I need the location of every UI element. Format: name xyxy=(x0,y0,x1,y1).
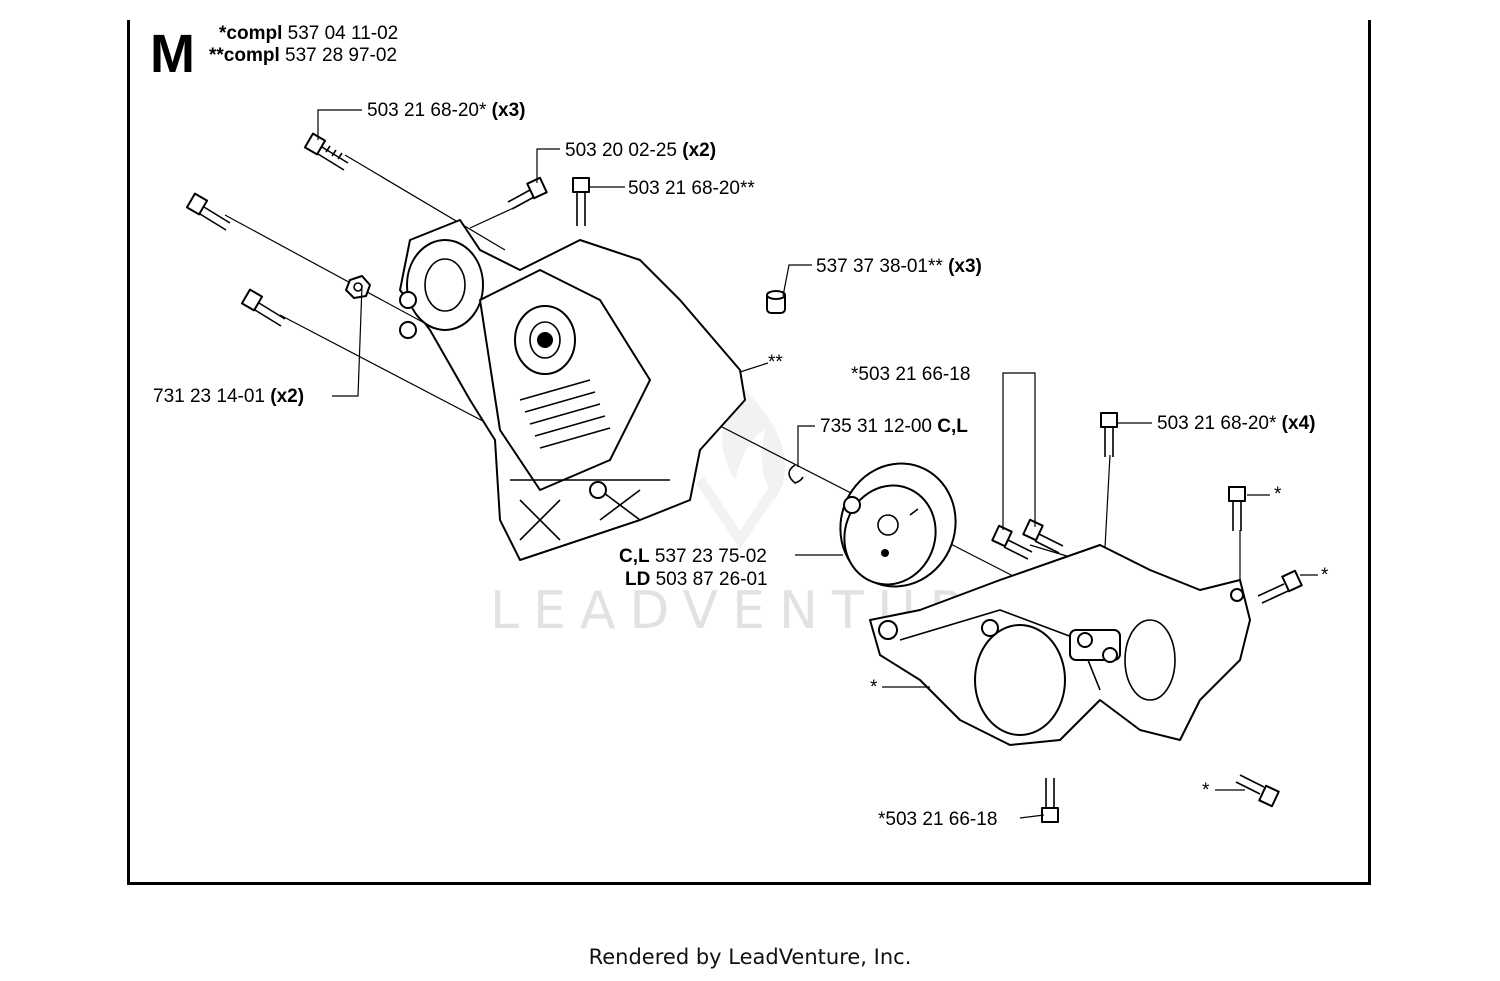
kit-line-1: *compl 537 04 11-02 xyxy=(219,23,398,44)
callout-735-31-12-00: 735 31 12-00 C,L xyxy=(820,416,968,437)
leader-lines xyxy=(317,109,1318,819)
callout-star-lower-right: * xyxy=(1202,780,1210,801)
callout-star-cover: * xyxy=(870,677,878,698)
screw-part-503-21-66-18-b xyxy=(1041,778,1059,823)
callout-503-21-68-20-x4: 503 21 68-20* (x4) xyxy=(1157,413,1315,434)
watermark-logo xyxy=(695,390,785,550)
screw-part-503-21-68-20-b xyxy=(572,177,590,226)
spacer-part-537-37-38-01 xyxy=(766,290,786,314)
screw-part-731-23-14-01-a xyxy=(185,192,231,231)
screw-part-503-20-02-25 xyxy=(507,176,548,210)
nut-part xyxy=(345,275,371,299)
section-letter: M xyxy=(150,24,195,84)
callout-503-21-66-18-bottom: *503 21 66-18 xyxy=(878,809,997,830)
screw-part-731-23-14-01-b xyxy=(240,288,286,327)
callout-503-20-02-25: 503 20 02-25 (x2) xyxy=(565,140,716,161)
callout-star-upper-right: * xyxy=(1274,484,1282,505)
callout-crankcase-marker: ** xyxy=(768,352,783,373)
callout-503-21-66-18-top: *503 21 66-18 xyxy=(851,364,970,385)
screw-part-503-21-68-20-a xyxy=(303,132,349,171)
callout-537-37-38-01: 537 37 38-01** (x3) xyxy=(816,256,982,277)
kit-line-2: **compl 537 28 97-02 xyxy=(209,45,397,66)
footer-credit: Rendered by LeadVenture, Inc. xyxy=(588,945,912,969)
callout-star-right: * xyxy=(1321,565,1329,586)
callout-537-23-75-02: C,L 537 23 75-02 xyxy=(619,546,767,567)
screw-part-right xyxy=(1257,569,1303,604)
callout-503-21-68-20-x3: 503 21 68-20* (x3) xyxy=(367,100,525,121)
callout-731-23-14-01: 731 23 14-01 (x2) xyxy=(153,386,304,407)
screw-part-upper-right xyxy=(1228,486,1246,531)
callout-503-21-68-20-double-star: 503 21 68-20** xyxy=(628,178,755,199)
diagram-frame xyxy=(127,20,1371,885)
screw-part-503-21-66-18-a xyxy=(991,518,1064,560)
clip-part-735-31-12-00 xyxy=(788,464,804,484)
crankcase-half-left xyxy=(399,219,746,561)
screw-part-503-21-68-20-c xyxy=(1100,412,1118,457)
clutch-cover xyxy=(869,544,1251,746)
callout-503-87-26-01: LD 503 87 26-01 xyxy=(625,569,768,590)
clutch-drum xyxy=(839,462,957,588)
screw-part-lower-right xyxy=(1235,774,1280,808)
